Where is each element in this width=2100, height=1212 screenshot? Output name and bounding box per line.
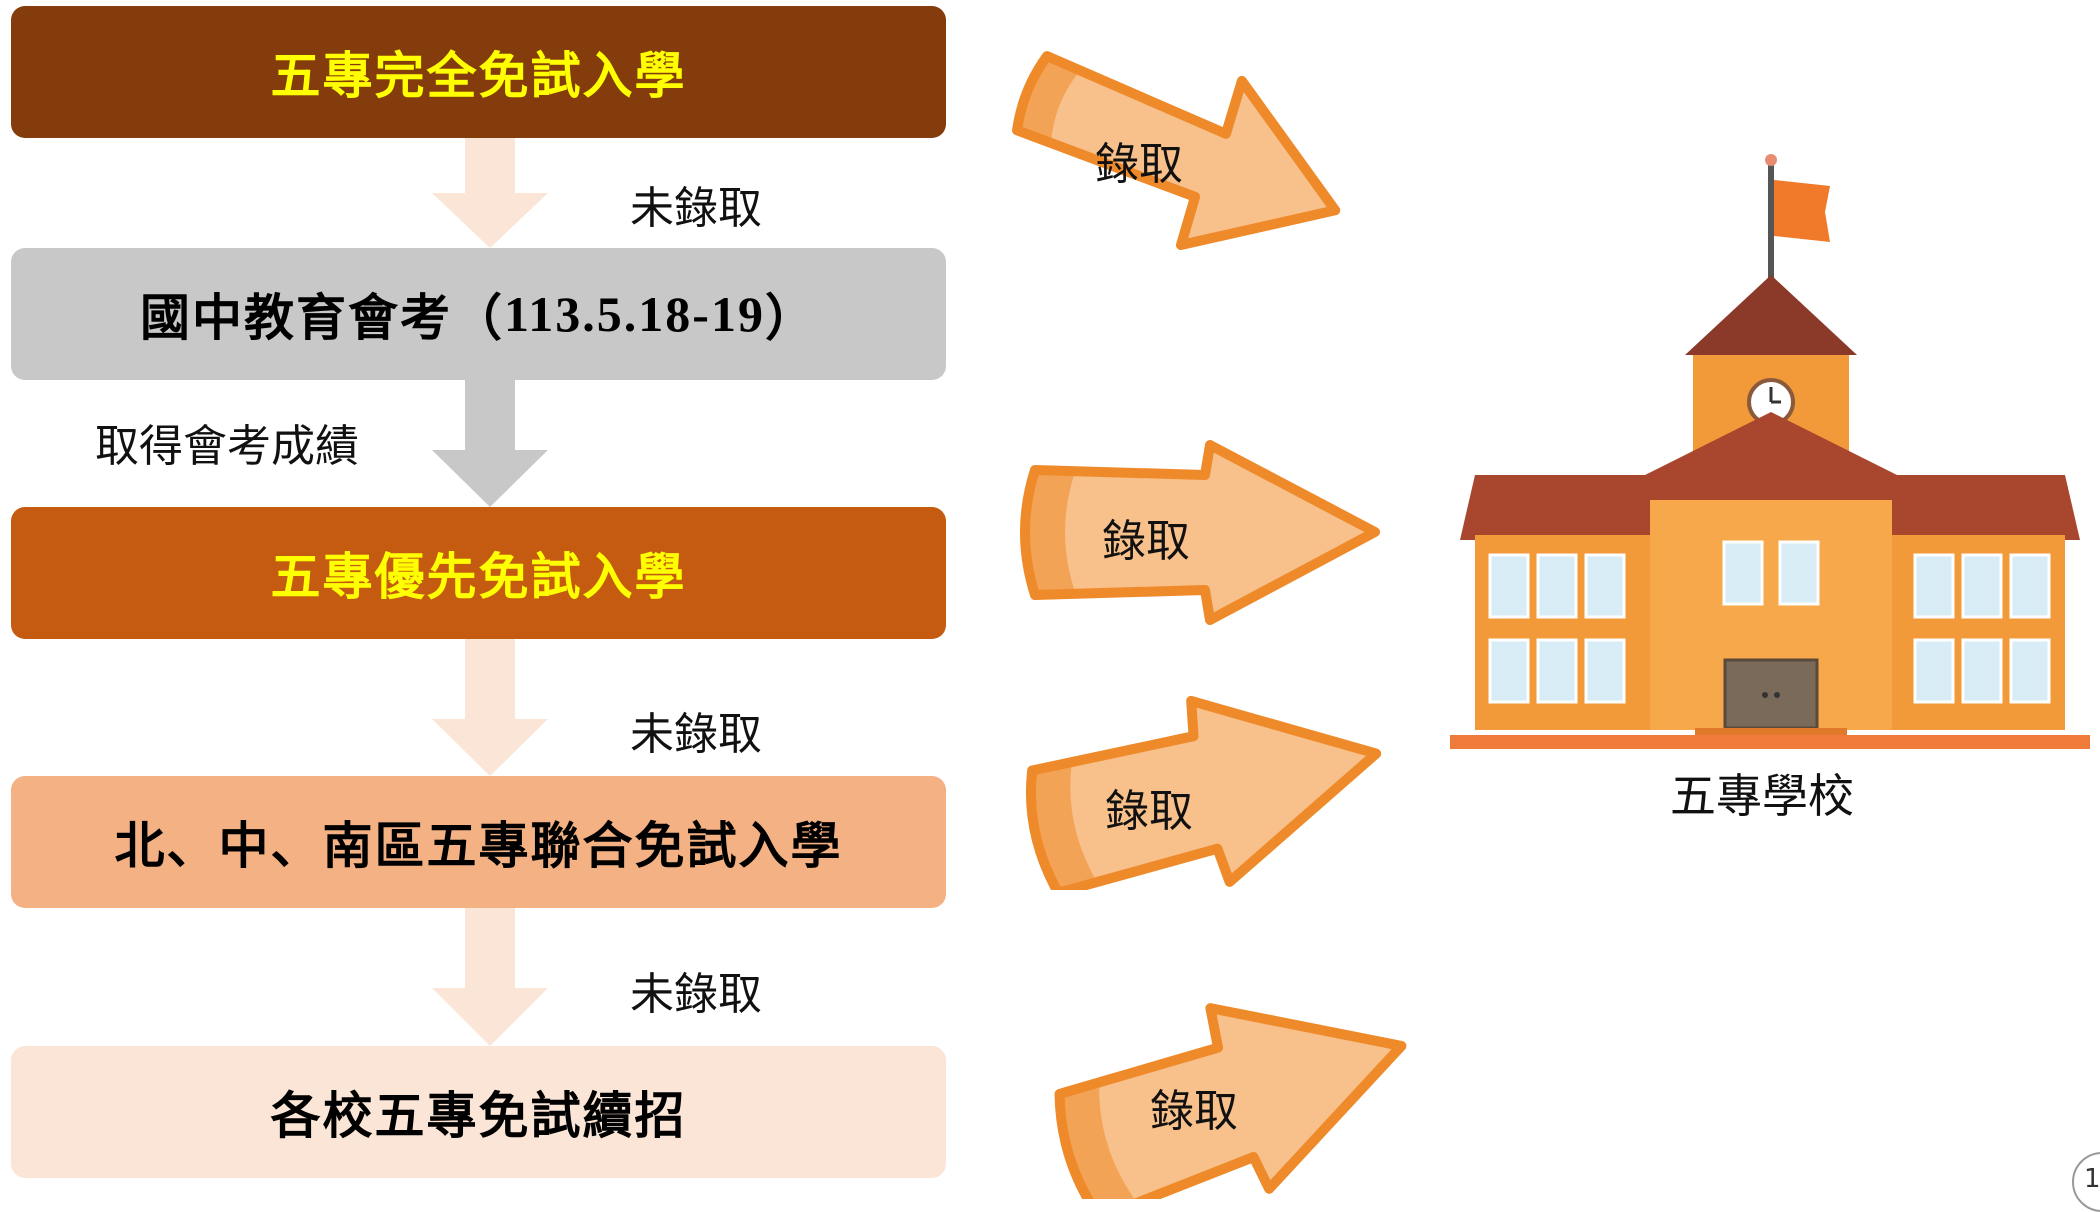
admit-label-3: 錄取 <box>1105 786 1193 837</box>
label-not-admitted-1: 未錄取 <box>630 183 762 234</box>
label-not-admitted-3: 未錄取 <box>630 969 762 1020</box>
flow-box-continued-recruitment: 各校五專免試續招 <box>11 1046 946 1178</box>
admit-label-2: 錄取 <box>1102 516 1190 567</box>
admit-arrow-4 <box>1054 1003 1407 1199</box>
admit-arrow-1 <box>1012 51 1341 251</box>
admit-arrow-2 <box>1020 440 1380 625</box>
down-arrow-2 <box>432 380 548 507</box>
admit-label-1: 錄取 <box>1095 139 1183 190</box>
down-arrow-3 <box>432 639 548 776</box>
flow-box-label: 北、中、南區五專聯合免試入學 <box>114 817 843 875</box>
school-label: 五專學校 <box>1670 769 1854 823</box>
flow-box-label: 國中教育會考（ <box>140 289 505 347</box>
down-arrow-4 <box>432 908 548 1046</box>
flow-box-priority-exam-free: 五專優先免試入學 <box>11 507 946 639</box>
admit-arrow-3 <box>1025 695 1382 890</box>
flow-box-complete-exam-free: 五專完全免試入學 <box>11 6 946 138</box>
flow-box-label: 五專完全免試入學 <box>270 47 687 105</box>
admit-label-4: 錄取 <box>1150 1086 1238 1137</box>
page-number: 1 <box>2072 1152 2100 1212</box>
flow-box-label: 各校五專免試續招 <box>270 1087 687 1145</box>
flow-box-exam: 國中教育會考（113.5.18-19） <box>11 248 946 380</box>
flow-box-label: 五專優先免試入學 <box>270 548 687 606</box>
down-arrow-1 <box>432 138 548 248</box>
label-not-admitted-2: 未錄取 <box>630 709 762 760</box>
school-building-icon <box>1450 154 2090 749</box>
flow-box-label-close: ） <box>764 289 817 347</box>
label-get-scores: 取得會考成績 <box>95 421 359 472</box>
exam-date: 113.5.18-19 <box>504 286 765 342</box>
flow-box-joint-exam-free: 北、中、南區五專聯合免試入學 <box>11 776 946 908</box>
